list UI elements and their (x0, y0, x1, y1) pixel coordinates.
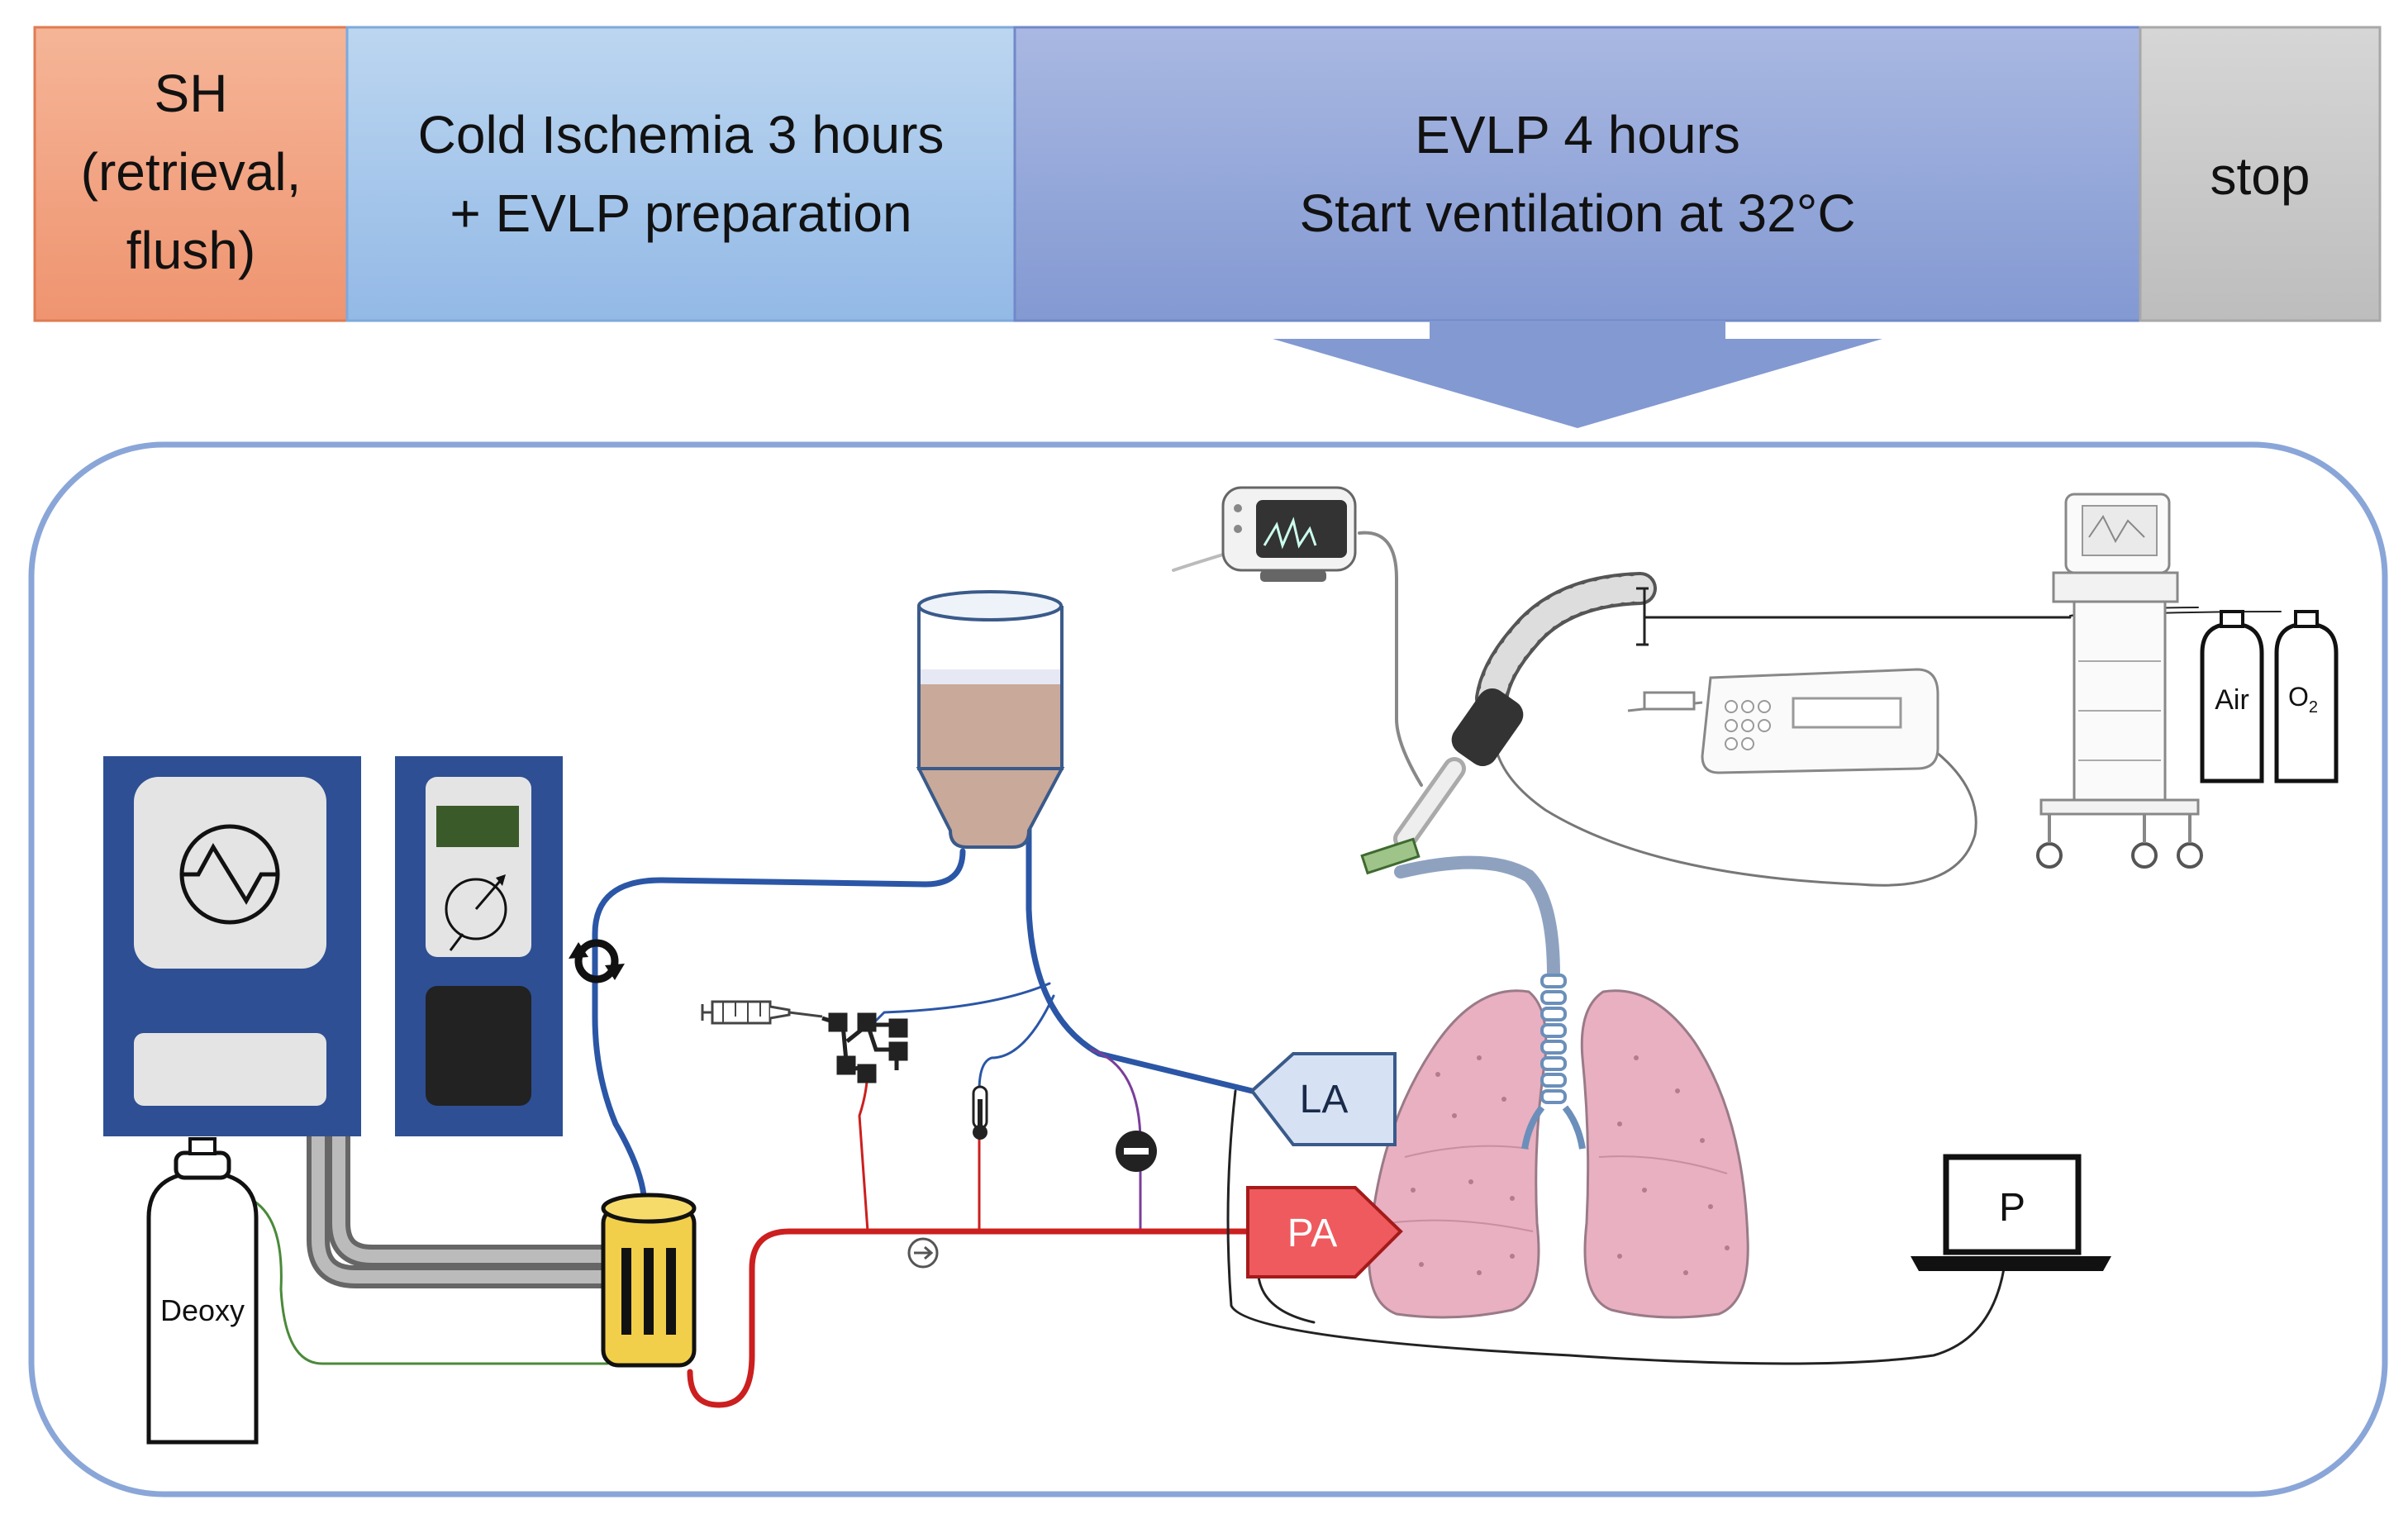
heater-cooler-icon (103, 756, 361, 1136)
air-label: Air (2215, 684, 2249, 716)
laptop-label: P (1999, 1186, 2025, 1230)
thermometer-icon (972, 1085, 988, 1140)
pa-label: PA (1287, 1212, 1337, 1255)
endotracheal-tube-icon (1360, 572, 1657, 875)
circuit-frame (28, 441, 2388, 1498)
stage-sh-line-2: (retrieval, (81, 142, 302, 202)
lungs-icon (1368, 974, 1749, 1319)
stage-cold-ischemia: Cold Ischemia 3 hours + EVLP preparation (345, 26, 1016, 322)
laptop-icon: P (1911, 1154, 2111, 1271)
infusion-pump-icon (1627, 668, 1939, 774)
expand-arrow-icon (1273, 321, 1882, 428)
stage-sh-line-1: SH (155, 64, 228, 123)
stage-stop-line-1: stop (2211, 146, 2310, 206)
la-cannula-tag: LA (1249, 1052, 1397, 1146)
timeline-bar: SH (retrieval, flush) Cold Ischemia 3 ho… (33, 26, 2382, 322)
pa-cannula-tag: PA (1246, 1186, 1403, 1279)
stage-sh-line-3: flush) (126, 221, 256, 280)
stage-evlp-line-1: EVLP 4 hours (1415, 105, 1740, 164)
la-label: LA (1300, 1078, 1349, 1121)
deoxy-gas-cylinder-icon: Deoxy (146, 1137, 259, 1445)
pressure-sensor-icon (1116, 1131, 1157, 1172)
rotation-arrows-icon (569, 939, 625, 983)
stage-sh: SH (retrieval, flush) (33, 26, 349, 322)
oxygenator-icon (601, 1193, 697, 1368)
pump-console-icon (395, 756, 563, 1136)
deoxy-label: Deoxy (160, 1293, 245, 1327)
o2-label: O2 (2288, 682, 2318, 717)
stage-evlp-line-2: Start ventilation at 32°C (1299, 183, 1855, 243)
air-cylinder-icon: Air (2200, 610, 2264, 783)
stage-cold-ischemia-line-2: + EVLP preparation (450, 183, 911, 243)
stage-cold-ischemia-line-1: Cold Ischemia 3 hours (418, 105, 945, 164)
flow-direction-icon (907, 1237, 939, 1269)
ventilation-monitor-icon (1221, 486, 1357, 582)
o2-cylinder-icon: O2 (2274, 610, 2339, 783)
stopcock-manifold-icon (821, 1012, 908, 1083)
syringe-icon (701, 1000, 823, 1025)
reservoir-icon (916, 590, 1065, 849)
stage-stop: stop (2139, 26, 2382, 322)
ventilator-icon (2036, 493, 2203, 869)
stage-evlp: EVLP 4 hours Start ventilation at 32°C (1013, 26, 2142, 322)
